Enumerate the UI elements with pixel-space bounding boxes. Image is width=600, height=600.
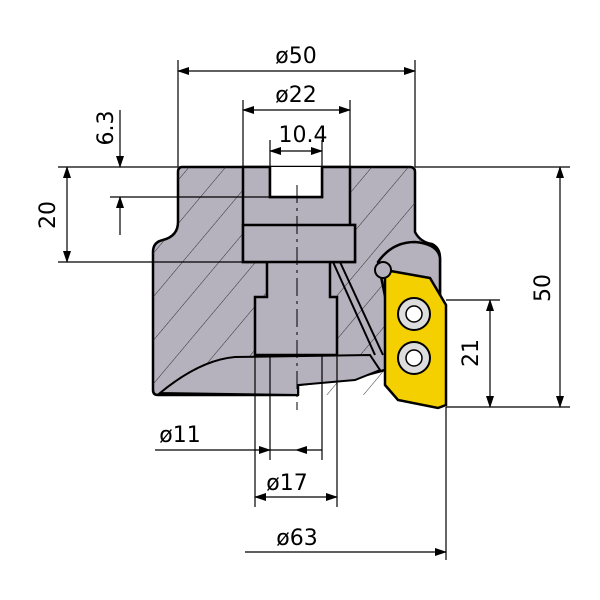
dim-10-4: 10.4 (279, 123, 328, 148)
dim-d50: ø50 (275, 44, 316, 69)
dim-6-3: 6.3 (94, 111, 119, 146)
dim-d63: ø63 (276, 526, 317, 551)
insert (374, 261, 448, 410)
extension-lines (58, 60, 570, 560)
dim-d17: ø17 (266, 471, 307, 496)
dim-50: 50 (531, 274, 556, 302)
dim-21: 21 (459, 339, 484, 367)
screw-icon (397, 341, 431, 375)
screw-icon (397, 297, 431, 331)
dimension-lines (63, 67, 564, 556)
dim-20: 20 (36, 201, 61, 229)
dim-d22: ø22 (275, 83, 316, 108)
dim-d11: ø11 (159, 423, 200, 448)
